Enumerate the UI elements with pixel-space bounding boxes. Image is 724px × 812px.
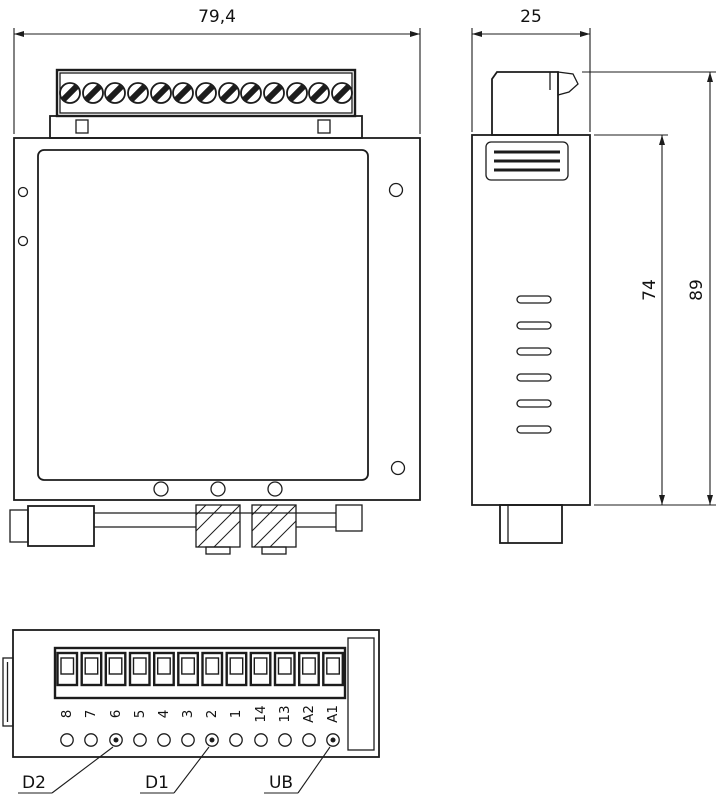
clip-stop (335, 504, 363, 532)
terminal-screw (104, 82, 126, 104)
terminal-screw (286, 82, 308, 104)
terminal-label: A1 (325, 705, 341, 723)
strip-latch-left (75, 119, 89, 134)
terminal-cell (201, 651, 224, 687)
terminal-screw (331, 82, 353, 104)
led-d1 (209, 737, 215, 743)
callout-d1: D1 (140, 746, 210, 794)
terminal-cell (225, 651, 248, 687)
terminal-screw (59, 82, 81, 104)
terminal-screw (195, 82, 217, 104)
rail-section-left (195, 504, 241, 555)
dim-side-body-height: 74 (594, 134, 668, 505)
terminal-socket (60, 733, 74, 747)
terminal-cell (80, 651, 103, 687)
terminal-screw (263, 82, 285, 104)
terminal-label: 1 (228, 710, 244, 719)
dim-side-depth-label: 25 (520, 7, 542, 27)
bottom-view: 8 7 6 5 4 3 2 1 14 13 A2 A1 (2, 629, 380, 794)
dim-front-width: 79,4 (13, 7, 421, 134)
terminal-label: 3 (180, 710, 196, 719)
terminal-socket (133, 733, 147, 747)
terminal-screw (240, 82, 262, 104)
callout-ub-label: UB (269, 773, 293, 793)
terminal-numbering: 8 7 6 5 4 3 2 1 14 13 A2 A1 (59, 705, 341, 723)
terminal-cell (56, 651, 79, 687)
terminal-cell (128, 651, 151, 687)
end-plate (347, 637, 375, 751)
terminal-cell (177, 651, 200, 687)
side-top-connector (491, 71, 579, 136)
callout-ub: UB (264, 746, 331, 794)
rail-section-right (251, 504, 297, 555)
mounting-hole (17, 235, 29, 247)
callout-d2-label: D2 (22, 773, 46, 793)
bottom-hole (153, 481, 169, 497)
terminal-cell (152, 651, 175, 687)
terminal-cell (298, 651, 320, 687)
front-body (13, 137, 421, 501)
terminal-socket (302, 733, 316, 747)
front-panel (37, 149, 369, 481)
vent-slots (516, 295, 552, 434)
terminal-socket (278, 733, 292, 747)
side-body (471, 134, 591, 544)
terminal-socket (326, 733, 340, 747)
terminal-cell (249, 651, 272, 687)
terminal-socket (84, 733, 98, 747)
dim-side-body-height-label: 74 (640, 279, 660, 301)
terminal-socket (229, 733, 243, 747)
terminal-cell (104, 651, 127, 687)
led-d2 (113, 737, 119, 743)
mounting-hole (17, 186, 29, 198)
bottom-hole (267, 481, 283, 497)
terminal-strip (49, 68, 363, 139)
side-foot (499, 504, 563, 544)
led-ub (330, 737, 336, 743)
callout-d2: D2 (18, 746, 114, 794)
terminal-label: 4 (156, 710, 172, 719)
terminal-screw (218, 82, 240, 104)
release-latch (27, 505, 95, 547)
terminal-sockets (60, 733, 340, 747)
callout-d1-label: D1 (145, 773, 169, 793)
terminal-socket (109, 733, 123, 747)
terminal-screw (150, 82, 172, 104)
terminal-screw (82, 82, 104, 104)
dim-side-depth: 25 (471, 7, 591, 132)
top-grille (485, 141, 569, 181)
terminal-label: A2 (301, 705, 317, 723)
din-rail-clip (9, 504, 363, 555)
terminal-screw (308, 82, 330, 104)
terminal-cell (322, 651, 344, 687)
mounting-hole (388, 182, 404, 198)
terminal-label: 6 (108, 710, 124, 719)
terminal-label: 14 (253, 705, 269, 722)
terminal-label: 13 (277, 705, 293, 722)
dim-front-width-label: 79,4 (198, 7, 236, 27)
terminal-socket (254, 733, 268, 747)
bottom-housing (2, 629, 380, 758)
terminal-block (53, 646, 347, 700)
terminal-screw (127, 82, 149, 104)
terminal-label: 2 (204, 710, 220, 719)
terminal-socket (157, 733, 171, 747)
terminal-label: 5 (132, 710, 148, 719)
strip-latch-right (317, 119, 331, 134)
terminal-socket (181, 733, 195, 747)
side-view: 25 (471, 7, 716, 544)
front-view: 79,4 (9, 7, 421, 555)
terminal-socket (205, 733, 219, 747)
terminal-label: 8 (59, 710, 75, 719)
bottom-hole (210, 481, 226, 497)
terminal-label: 7 (83, 710, 99, 719)
dim-side-total-height-label: 89 (687, 279, 707, 301)
mounting-hole (390, 460, 406, 476)
terminal-cell (273, 651, 296, 687)
terminal-screw (172, 82, 194, 104)
side-tab (2, 657, 14, 727)
dim-side-total-height: 89 (582, 71, 716, 506)
